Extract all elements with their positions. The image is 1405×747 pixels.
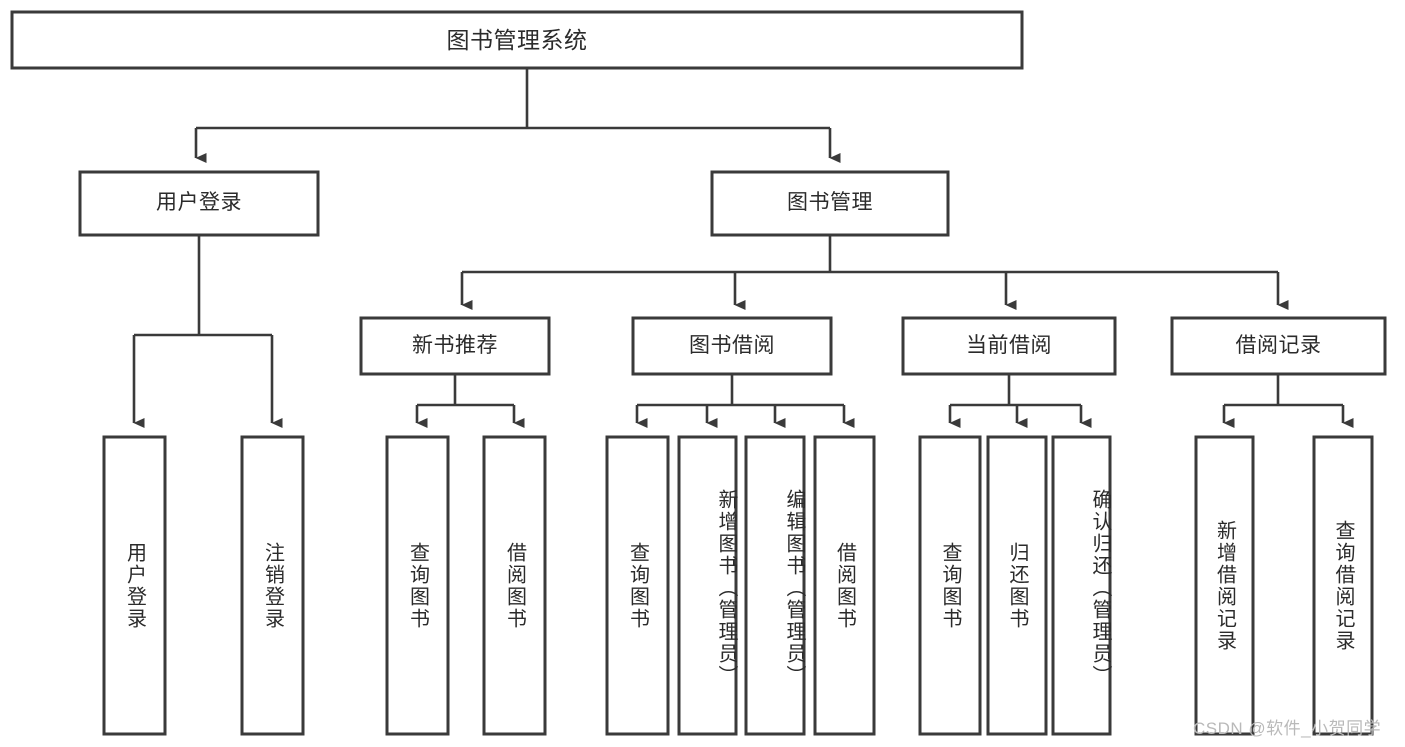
node-box-leaf-add-borrow-record[interactable]: [1194, 435, 1255, 736]
node-box-leaf-query-borrow-record[interactable]: [1312, 435, 1374, 736]
node-box-leaf-query-book-recommend[interactable]: [385, 435, 450, 736]
node-box-leaf-edit-book[interactable]: [744, 435, 806, 736]
node-box-root[interactable]: [10, 10, 1024, 70]
node-box-current-borrow[interactable]: [901, 316, 1117, 376]
connector-borrow-record-to-leaves: [1222, 374, 1354, 428]
node-box-book-manage[interactable]: [710, 170, 950, 237]
watermark-text: CSDN @软件_小贺同学: [1193, 719, 1382, 738]
connector-book-borrow-to-leaves: [635, 374, 855, 428]
node-box-leaf-confirm-return[interactable]: [1051, 435, 1112, 736]
node-box-leaf-logout[interactable]: [240, 435, 305, 736]
node-box-new-book-recommend[interactable]: [359, 316, 551, 376]
connector-book-manage-to-level2: [460, 235, 1289, 310]
node-box-user-login[interactable]: [78, 170, 320, 237]
node-box-borrow-record[interactable]: [1170, 316, 1387, 376]
connector-user-login-to-leaves: [132, 235, 283, 428]
node-box-leaf-query-book-borrow[interactable]: [605, 435, 670, 736]
connector-current-borrow-to-leaves: [948, 374, 1092, 428]
node-box-leaf-borrow-book-recommend[interactable]: [482, 435, 547, 736]
node-box-leaf-query-book-current[interactable]: [918, 435, 982, 736]
node-box-leaf-user-login[interactable]: [102, 435, 167, 736]
connector-root-to-level1: [194, 68, 841, 163]
node-box-book-borrow[interactable]: [631, 316, 833, 376]
node-box-leaf-add-book[interactable]: [677, 435, 738, 736]
node-box-leaf-borrow-book[interactable]: [813, 435, 876, 736]
node-box-leaf-return-book[interactable]: [986, 435, 1048, 736]
connector-new-book-recommend-to-leaves: [415, 374, 525, 428]
